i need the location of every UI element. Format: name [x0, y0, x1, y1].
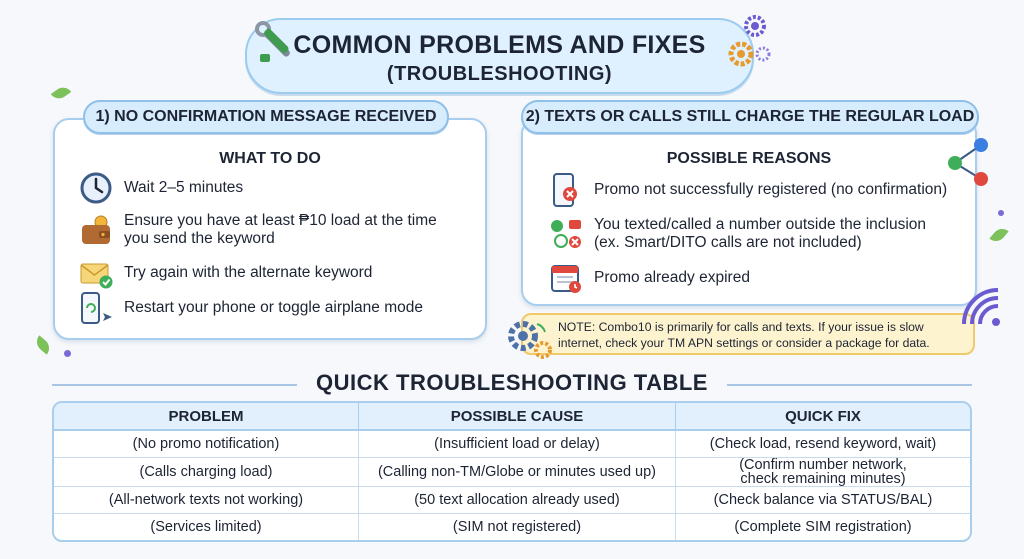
- table-cell: (Complete SIM registration): [734, 518, 912, 535]
- table-cell: (Confirm number network, check remaining…: [676, 458, 970, 487]
- table-header-row: PROBLEM POSSIBLE CAUSE QUICK FIX: [54, 403, 970, 431]
- tools-icon: [255, 21, 290, 62]
- note-line: NOTE: Combo10 is primarily for calls and…: [558, 320, 924, 334]
- list-item: Ensure you have at least ₱10 load at the…: [79, 212, 437, 248]
- section-1-pill: 1) NO CONFIRMATION MESSAGE RECEIVED: [83, 100, 449, 134]
- list-item: Restart your phone or toggle airplane mo…: [79, 291, 423, 325]
- item-text: Ensure you have at least ₱10 load at the…: [124, 212, 437, 247]
- table-cell: (Insufficient load or delay): [359, 431, 676, 458]
- list-item: You texted/called a number outside the i…: [549, 216, 926, 252]
- list-item: Wait 2–5 minutes: [79, 171, 243, 205]
- table-title: QUICK TROUBLESHOOTING TABLE: [316, 370, 708, 395]
- divider: [52, 384, 297, 386]
- wallet-icon: [79, 213, 113, 247]
- list-item: Promo already expired: [549, 261, 750, 295]
- envelope-check-icon: [79, 256, 113, 290]
- leaf-decoration: [32, 335, 54, 355]
- divider: [727, 384, 972, 386]
- note-box: NOTE: Combo10 is primarily for calls and…: [521, 313, 975, 355]
- card-heading: POSSIBLE REASONS: [666, 150, 832, 167]
- clock-icon: [79, 171, 113, 205]
- table-cell: (Calling non-TM/Globe or minutes used up…: [359, 458, 676, 487]
- item-text: Wait 2–5 minutes: [124, 179, 244, 196]
- leaf-decoration: [50, 83, 72, 103]
- table-row: (Calls charging load) (Calling non-TM/Gl…: [54, 458, 970, 487]
- item-text: Promo not successfully registered (no co…: [594, 181, 948, 198]
- item-text: Promo already expired: [594, 269, 750, 286]
- table-cell: (Check balance via STATUS/BAL): [676, 487, 970, 514]
- table-cell: (Services limited): [54, 514, 359, 540]
- gears-icon: [728, 15, 771, 67]
- possible-reasons-card: POSSIBLE REASONS Promo not successfully …: [521, 118, 977, 306]
- network-nodes-icon: [948, 138, 988, 186]
- table-cell: (Calls charging load): [54, 458, 359, 487]
- card-heading: WHAT TO DO: [219, 150, 321, 167]
- calendar-expired-icon: [549, 261, 583, 295]
- item-text: You texted/called a number outside the i…: [594, 216, 927, 251]
- dot-decoration: [998, 210, 1004, 216]
- table-cell: (All-network texts not working): [54, 487, 359, 514]
- table-cell: (No promo notification): [54, 431, 359, 458]
- wifi-signal-icon: [962, 288, 1000, 326]
- column-header: PROBLEM: [54, 403, 359, 431]
- title-banner: COMMON PROBLEMS AND FIXES (TROUBLESHOOTI…: [245, 18, 754, 94]
- page-title: COMMON PROBLEMS AND FIXES: [293, 31, 706, 59]
- table-row: (No promo notification) (Insufficient lo…: [54, 431, 970, 458]
- column-header: POSSIBLE CAUSE: [359, 403, 676, 431]
- section-2-pill: 2) TEXTS OR CALLS STILL CHARGE THE REGUL…: [521, 100, 979, 134]
- table-cell: (50 text allocation already used): [359, 487, 676, 514]
- table-row: (Services limited) (SIM not registered) …: [54, 514, 970, 540]
- table-row: (All-network texts not working) (50 text…: [54, 487, 970, 514]
- item-text: Restart your phone or toggle airplane mo…: [124, 299, 423, 316]
- table-cell: (Check load, resend keyword, wait): [676, 431, 970, 458]
- list-item: Try again with the alternate keyword: [79, 256, 372, 290]
- phone-restart-icon: [79, 291, 113, 325]
- network-error-icon: [549, 217, 583, 251]
- phone-error-icon: [549, 173, 583, 207]
- column-header: QUICK FIX: [676, 403, 970, 431]
- leaf-decoration: [989, 224, 1009, 246]
- page-subtitle: (TROUBLESHOOTING): [386, 63, 613, 85]
- item-text: Try again with the alternate keyword: [124, 264, 373, 281]
- gear-icon: [508, 321, 552, 359]
- table-cell: (SIM not registered): [359, 514, 676, 540]
- note-line: internet, check your TM APN settings or …: [558, 336, 930, 350]
- troubleshooting-table: PROBLEM POSSIBLE CAUSE QUICK FIX (No pro…: [52, 401, 972, 542]
- dot-decoration: [64, 350, 71, 357]
- list-item: Promo not successfully registered (no co…: [549, 173, 947, 207]
- what-to-do-card: WHAT TO DO Wait 2–5 minutes Ensure you h…: [53, 118, 487, 340]
